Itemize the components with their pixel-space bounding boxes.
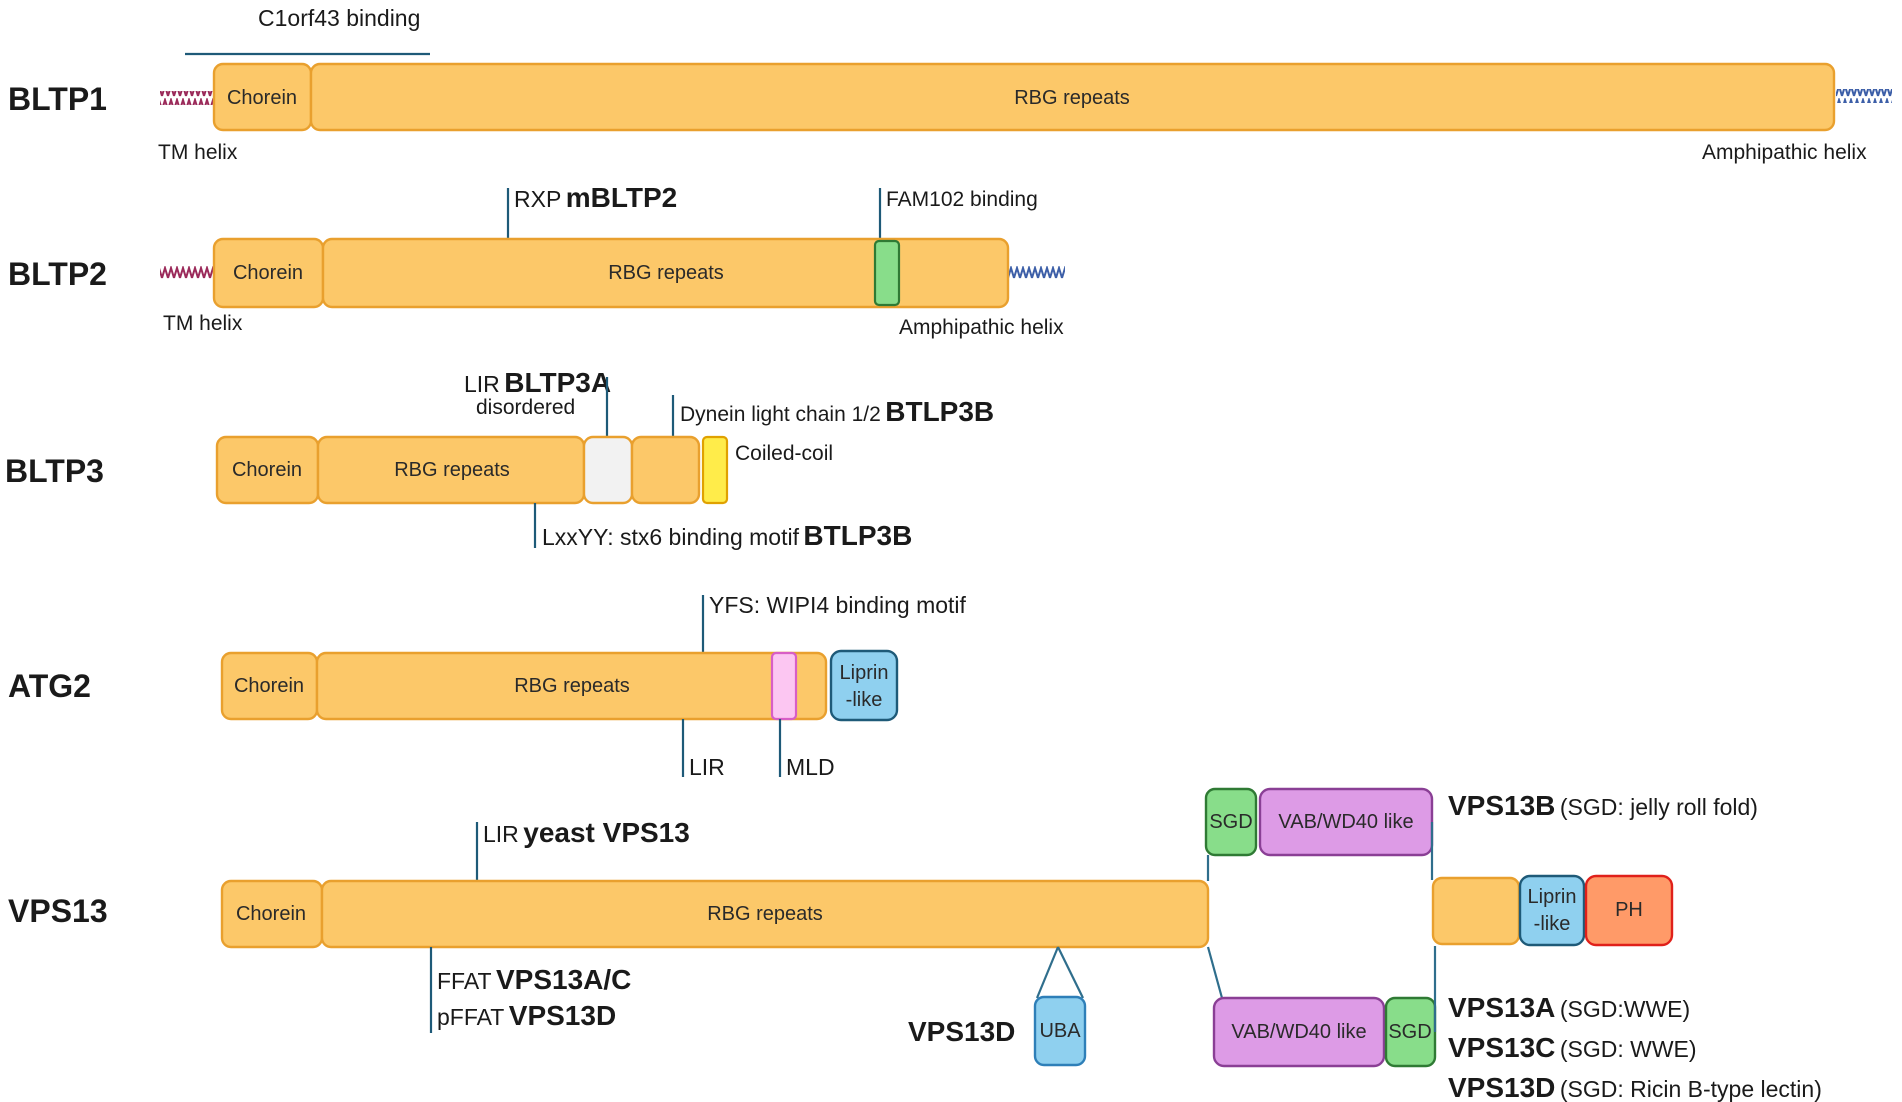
bltp2-name: BLTP2: [8, 256, 107, 292]
rbg-repeats-domain: [309, 62, 1836, 132]
atg2-name: ATG2: [8, 668, 91, 704]
vps13d-uba-owner: VPS13D: [908, 1016, 1015, 1047]
fam102-binding-label: FAM102 binding: [886, 188, 1038, 211]
vps13c-label: VPS13C (SGD: WWE): [1448, 1032, 1697, 1063]
ph-label: PH: [1615, 899, 1643, 921]
chorein-label: Chorein: [233, 262, 303, 284]
bltp2-row: BLTP2 RXP mBLTP2 FAM102 binding Chorein …: [8, 182, 1065, 339]
disordered-label: disordered: [476, 396, 575, 419]
liprin-label-line2: -like: [846, 689, 883, 711]
chorein-label: Chorein: [236, 903, 306, 925]
liprin-label-line1: Liprin: [1528, 886, 1577, 908]
vps13b-label: VPS13B (SGD: jelly roll fold): [1448, 790, 1758, 821]
chorein-label: Chorein: [232, 459, 302, 481]
rbg-repeats-label: RBG repeats: [514, 675, 630, 697]
amphipathic-helix-icon: [1009, 266, 1065, 280]
vps13-name: VPS13: [8, 893, 108, 929]
lower-connector-left: [1206, 946, 1224, 999]
lxxyy-label: LxxYY: stx6 binding motif BTLP3B: [542, 520, 912, 551]
liprin-like-domain: [1518, 874, 1586, 947]
bltp1-name: BLTP1: [8, 81, 107, 117]
vps13-row: VPS13 LIR yeast VPS13 Chorein RBG repeat…: [8, 787, 1822, 1102]
liprin-label-line1: Liprin: [840, 662, 889, 684]
vps13a-label: VPS13A (SGD:WWE): [1448, 992, 1690, 1023]
coiled-coil-region: [701, 435, 729, 505]
vab-label-upper: VAB/WD40 like: [1278, 811, 1413, 833]
bltp3-name: BLTP3: [5, 453, 104, 489]
liprin-label-line2: -like: [1534, 913, 1571, 935]
tm-helix-label: TM helix: [158, 141, 238, 164]
pffat-label: pFFAT VPS13D: [437, 1000, 616, 1031]
c-terminal-domain: [1431, 876, 1521, 946]
ffat-label: FFAT VPS13A/C: [437, 964, 631, 995]
lir-label: LIR: [689, 754, 725, 780]
uba-connector-right: [1057, 946, 1084, 999]
tm-helix-icon: [160, 266, 216, 280]
c-terminal-domain: [630, 435, 701, 505]
rxp-label: RXP mBLTP2: [514, 182, 677, 213]
yfs-label: YFS: WIPI4 binding motif: [709, 592, 967, 618]
amphipathic-helix-icon: [1836, 89, 1892, 103]
rbg-repeats-domain: [321, 237, 1010, 309]
amphipathic-helix-label: Amphipathic helix: [1702, 141, 1867, 164]
uba-domain: [1033, 995, 1087, 1067]
ph-domain: [1584, 874, 1674, 947]
sgd-domain-upper: [1204, 787, 1258, 857]
disordered-region: [582, 435, 634, 505]
rbg-repeats-label: RBG repeats: [707, 903, 823, 925]
liprin-like-domain: [829, 649, 899, 722]
rbg-repeats-label: RBG repeats: [608, 262, 724, 284]
mld-region: [770, 651, 798, 721]
tm-helix-icon: [160, 91, 216, 105]
amphipathic-helix-label: Amphipathic helix: [899, 316, 1064, 339]
rbg-repeats-label: RBG repeats: [1014, 87, 1130, 109]
c1orf43-binding-label: C1orf43 binding: [258, 5, 420, 31]
atg2-row: ATG2 YFS: WIPI4 binding motif Chorein RB…: [8, 592, 967, 780]
bltp1-row: BLTP1 C1orf43 binding Chorein RBG repeat…: [8, 5, 1892, 164]
tm-helix-label: TM helix: [163, 312, 243, 335]
lir-bltp3a-label: LIR BLTP3A: [464, 367, 611, 398]
chorein-label: Chorein: [234, 675, 304, 697]
sgd-label-upper: SGD: [1209, 811, 1252, 833]
vab-wd40-domain-lower: [1212, 996, 1386, 1068]
rbg-repeats-label: RBG repeats: [394, 459, 510, 481]
rbg-repeats-domain: [315, 651, 828, 721]
vab-label-lower: VAB/WD40 like: [1231, 1021, 1366, 1043]
uba-connector-left: [1035, 946, 1060, 999]
mld-label: MLD: [786, 754, 835, 780]
bltp3-row: BLTP3 LIR BLTP3A disordered Dynein light…: [5, 367, 994, 551]
sgd-label-lower: SGD: [1388, 1021, 1431, 1043]
fam102-binding-region: [873, 239, 901, 307]
rbg-repeats-domain: [320, 879, 1210, 949]
dynein-label: Dynein light chain 1/2 BTLP3B: [680, 396, 994, 427]
lir-yeast-label: LIR yeast VPS13: [483, 817, 690, 848]
uba-label: UBA: [1039, 1020, 1081, 1042]
coiled-coil-label: Coiled-coil: [735, 442, 833, 465]
chorein-label: Chorein: [227, 87, 297, 109]
vps13d-label: VPS13D (SGD: Ricin B-type lectin): [1448, 1072, 1822, 1102]
